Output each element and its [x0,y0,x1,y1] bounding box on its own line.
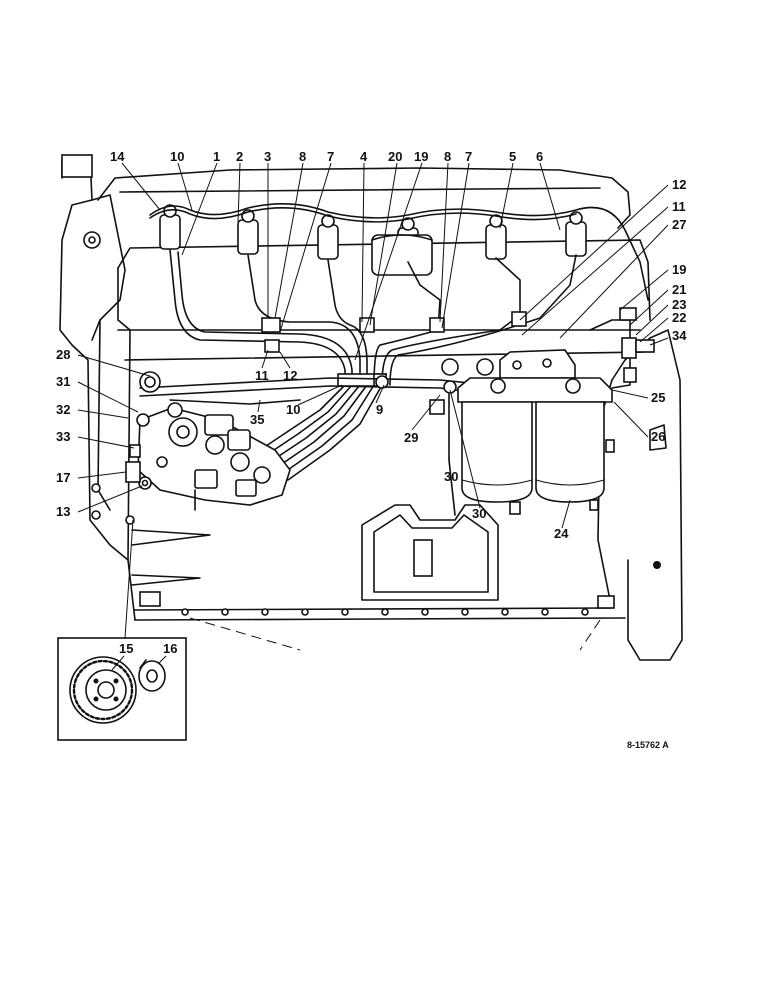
callout-11: 11 [672,199,686,214]
pan-bolts [181,608,589,616]
figure-reference: 8-15762 A [627,740,669,750]
plug-dot [653,561,661,569]
callout-30: 30 [444,469,458,484]
callout-8b: 8 [444,149,451,164]
pump-drive-gear [69,656,137,724]
callout-13: 13 [56,504,70,519]
drive-hub [138,659,166,692]
timing-gear-inset [57,637,187,741]
fuel-filter-assembly [457,349,615,515]
callout-22: 22 [672,310,686,325]
callout-2: 2 [236,149,243,164]
callout-12b: 12 [283,368,297,383]
callout-11b: 11 [255,368,269,383]
callout-14: 14 [110,149,125,164]
callout-23: 23 [672,297,686,312]
injector-5 [485,214,507,260]
callout-21: 21 [672,282,686,297]
injector-2 [237,209,259,255]
callout-9: 9 [376,402,383,417]
callout-20: 20 [388,149,402,164]
callout-3: 3 [264,149,271,164]
callout-32: 32 [56,402,70,417]
callout-labels: 14 10 1 2 3 8 7 4 20 19 8 7 5 6 12 11 27… [56,149,687,750]
injection-lines [169,249,577,481]
callout-26: 26 [651,429,665,444]
callout-19b: 19 [672,262,686,277]
callout-35: 35 [250,412,264,427]
callout-28: 28 [56,347,70,362]
callout-10: 10 [170,149,184,164]
callout-19: 19 [414,149,428,164]
callout-30b: 30 [472,506,486,521]
callout-12: 12 [672,177,686,192]
callout-7: 7 [327,149,334,164]
callout-27: 27 [672,217,686,232]
callout-34: 34 [672,328,687,343]
injector-6 [565,211,587,257]
injector-1 [159,204,181,250]
callout-15: 15 [119,641,133,656]
callout-7b: 7 [465,149,472,164]
callout-33: 33 [56,429,70,444]
callout-1: 1 [213,149,220,164]
callout-31: 31 [56,374,70,389]
leader-lines [77,162,669,529]
callout-8: 8 [299,149,306,164]
callout-17: 17 [56,470,70,485]
injector-3 [317,214,339,260]
callout-24: 24 [554,526,569,541]
front-end-housing [59,154,135,561]
callout-6: 6 [536,149,543,164]
callout-5: 5 [509,149,516,164]
callout-16: 16 [163,641,177,656]
callout-10b: 10 [286,402,300,417]
injection-pump [125,402,291,511]
callout-4: 4 [360,149,368,164]
callout-25: 25 [651,390,665,405]
callout-29: 29 [404,430,418,445]
fuel-return-line [149,203,649,301]
line-clamps [261,311,527,387]
right-fittings [589,307,655,389]
